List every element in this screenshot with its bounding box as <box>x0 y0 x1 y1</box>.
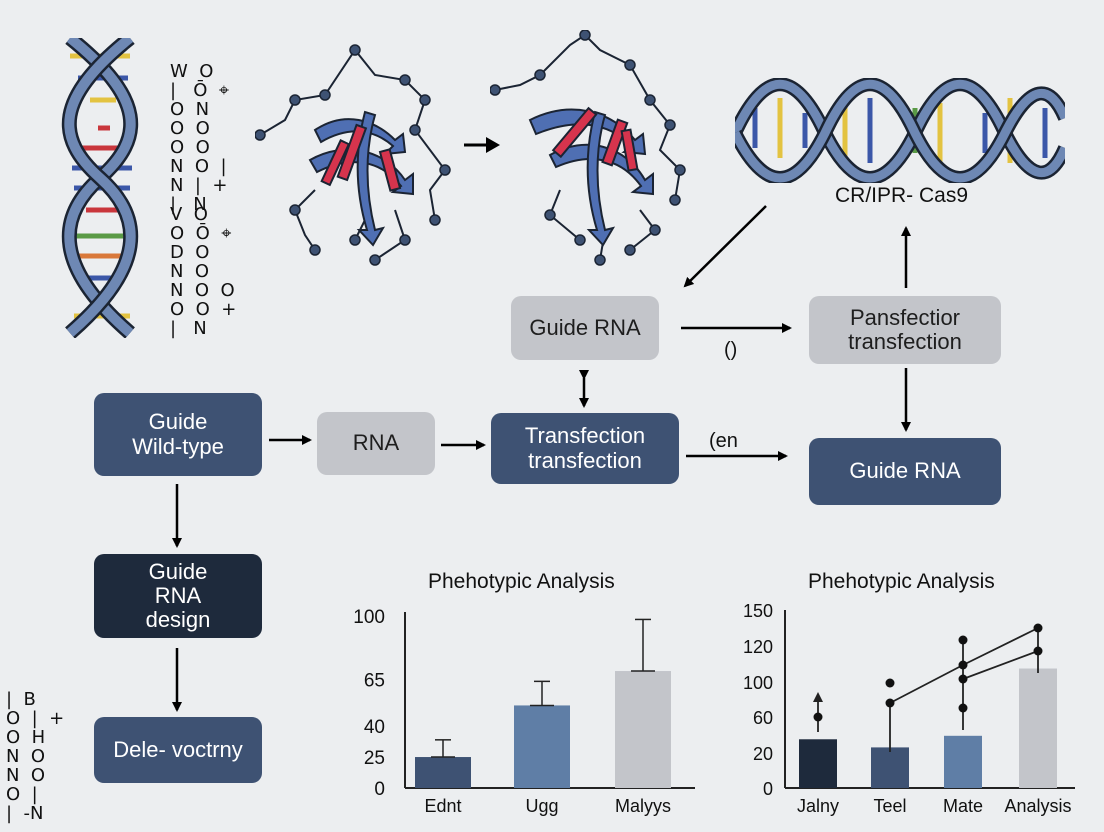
chart2-whisker <box>889 664 964 704</box>
chart2-ytick: 60 <box>753 708 773 728</box>
chart2-point <box>958 660 968 670</box>
arrow-crispr-to-guide <box>683 205 767 288</box>
chart2-whisker <box>962 627 1039 666</box>
chart1-xtick: Malyys <box>615 796 671 816</box>
chart1-title: Phehotypic Analysis <box>428 570 615 593</box>
panfection-box: Pansfectior transfection <box>809 296 1001 364</box>
chart2-point <box>1033 646 1043 656</box>
chart1-ytick: 40 <box>364 717 385 738</box>
crispr-cas9-label: CR/IPR- Cas9 <box>835 184 969 207</box>
chart1-bar <box>415 757 471 788</box>
chart1-xtick: Ednt <box>424 796 461 816</box>
chart2-xtick: Teel <box>873 796 906 816</box>
chart1-bar <box>615 671 671 788</box>
molecule-label-bottom: | B O | + O H N O N O O | | -N <box>6 689 65 824</box>
chart2-bar <box>871 747 909 788</box>
en-label: (en <box>709 430 738 452</box>
transfection-box: Transfection transfection <box>491 413 679 484</box>
chart1-ytick: 25 <box>364 748 385 769</box>
dna-helix-right-icon <box>735 78 1065 183</box>
chart2-arrow-tip <box>813 692 823 702</box>
chart2-ytick: 0 <box>763 779 773 799</box>
chart2-xtick: Jalny <box>797 796 839 816</box>
chart1-ytick: 100 <box>353 607 385 628</box>
chart2-ytick: 20 <box>753 744 773 764</box>
chart2-ytick: 150 <box>743 601 773 621</box>
chart2-xtick: Mate <box>943 796 983 816</box>
chart2-point <box>1033 623 1043 633</box>
chart2-point <box>813 712 823 722</box>
chart1-bar <box>514 705 570 788</box>
deletion-box: Dele- voctrny <box>94 717 262 783</box>
protein-structure-edited-icon <box>490 30 686 266</box>
protein-arrow <box>464 137 500 153</box>
chart2-bar <box>944 735 982 788</box>
wildtype-box: Guide Wild-type <box>94 393 262 476</box>
rna-design-box: Guide RNA design <box>94 554 262 638</box>
chart2-ytick: 120 <box>743 637 773 657</box>
protein-structure-icon <box>255 44 451 266</box>
chart1-ytick: 65 <box>364 671 385 692</box>
chart2-whisker <box>962 650 1039 680</box>
chart2-xtick: Analysis <box>1004 796 1071 816</box>
molecule-label-middle: V O O Ō ⌖ D O N O N O O O O + | N <box>170 204 237 339</box>
molecule-label-top: W O | Ō ⌖ O N O O O O N O | N | + | N <box>170 61 229 215</box>
guide-rna-right-box: Guide RNA <box>809 438 1001 505</box>
guide-rna-top-box: Guide RNA <box>511 296 659 360</box>
chart1-xtick: Ugg <box>525 796 558 816</box>
chart2-point <box>958 703 968 713</box>
chart2-ytick: 100 <box>743 673 773 693</box>
chart1-ytick: 0 <box>374 779 385 800</box>
chart2-point <box>958 674 968 684</box>
dna-helix-left-icon <box>61 38 139 338</box>
chart2-point <box>885 698 895 708</box>
chart2-point <box>958 635 968 645</box>
chart2-title: Phehotypic Analysis <box>808 570 995 593</box>
chart2-bar <box>799 739 837 788</box>
rna-box: RNA <box>317 412 435 475</box>
chart2-point <box>885 678 895 688</box>
paren-label: () <box>724 339 738 361</box>
chart2-bar <box>1019 668 1057 788</box>
